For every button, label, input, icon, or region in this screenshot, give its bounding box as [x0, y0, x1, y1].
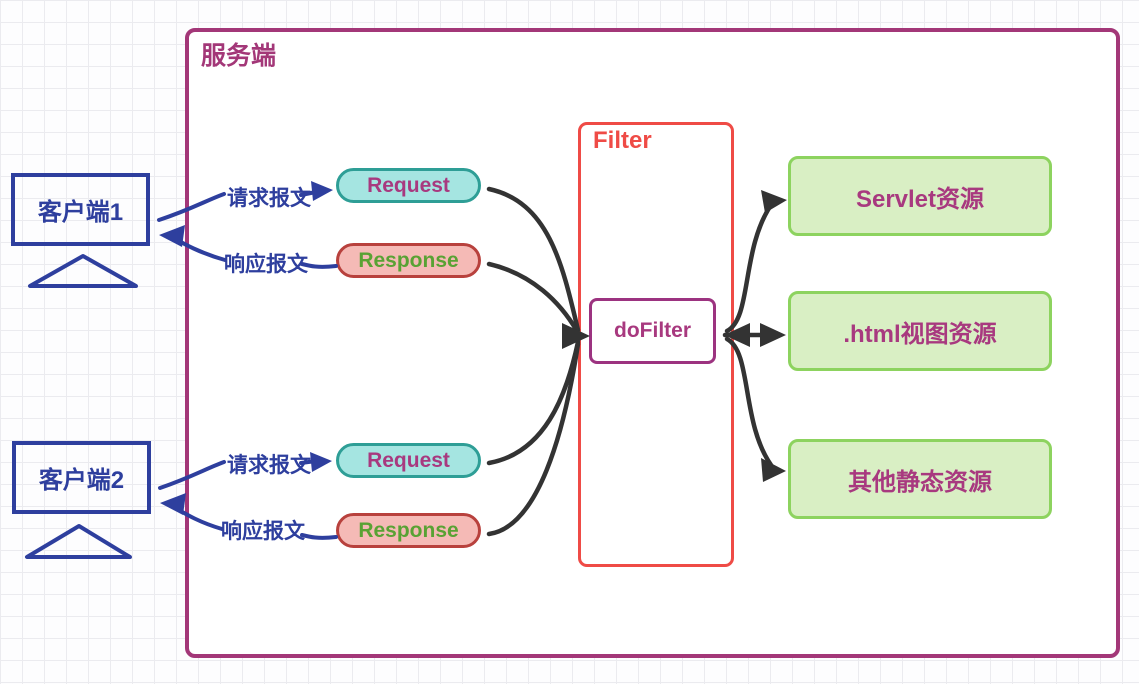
client1-monitor-stand [28, 254, 138, 288]
response-pill-client2: Response [336, 513, 481, 548]
label-response-message-2: 响应报文 [221, 520, 305, 543]
resource-html-view: .html视图资源 [788, 291, 1052, 371]
dofilter-node: doFilter [589, 298, 716, 364]
server-label: 服务端 [201, 42, 277, 70]
filter-label: Filter [593, 127, 652, 154]
request-pill-client1: Request [336, 168, 481, 203]
label-request-message-1: 请求报文 [227, 187, 311, 210]
response-pill-client1: Response [336, 243, 481, 278]
client1-response-arrowhead [159, 225, 185, 247]
resource-static: 其他静态资源 [788, 439, 1052, 519]
client2-box: 客户端2 [12, 441, 151, 514]
resource-servlet: Servlet资源 [788, 156, 1052, 236]
client2-response-arrowhead [160, 493, 186, 515]
client2-monitor-stand [25, 524, 132, 559]
request-pill-client2: Request [336, 443, 481, 478]
label-response-message-1: 响应报文 [224, 253, 308, 276]
client1-box: 客户端1 [11, 173, 150, 246]
label-request-message-2: 请求报文 [227, 454, 311, 477]
